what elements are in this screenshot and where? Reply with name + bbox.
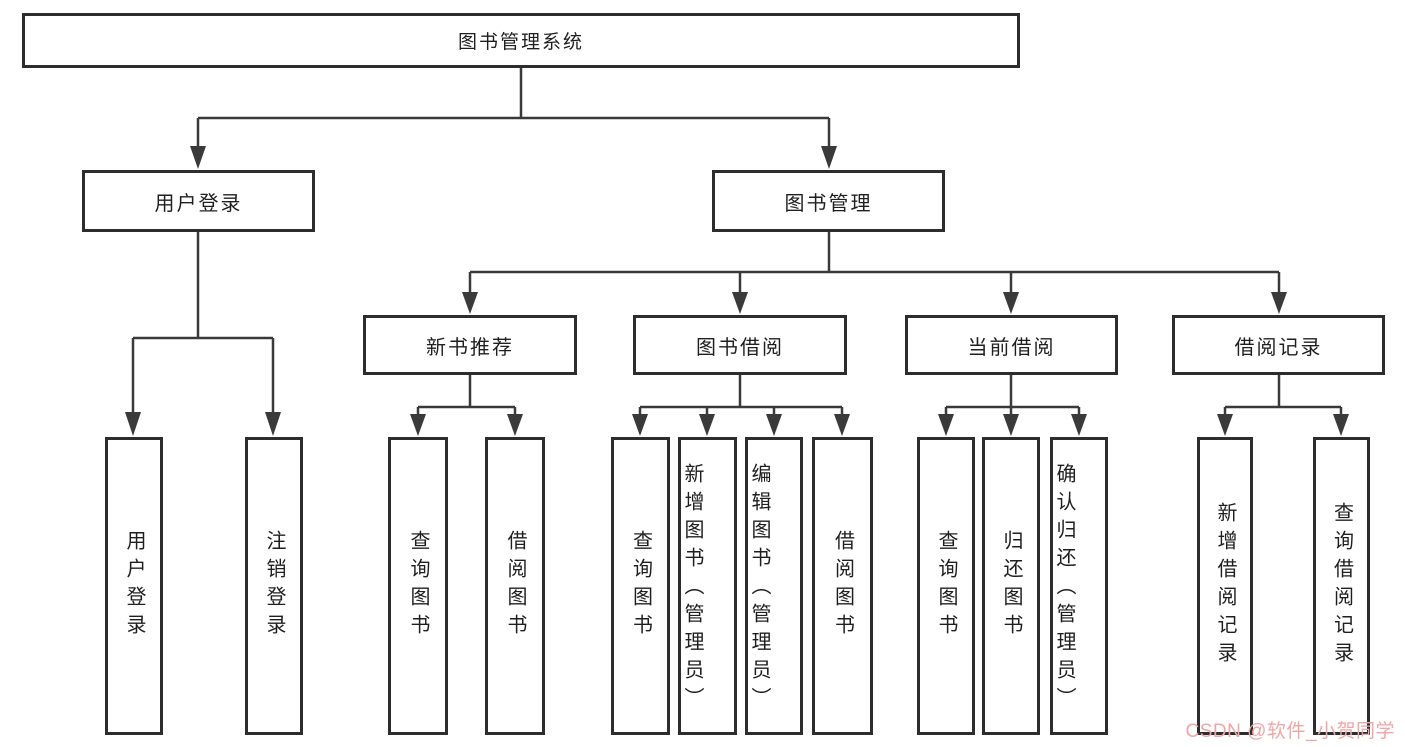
leaf-label: 查询借阅记录	[1330, 502, 1353, 670]
leaf-label: 查询图书	[935, 530, 957, 642]
node-book-borrow: 图书借阅	[633, 315, 847, 375]
leaf-label: 查询图书	[629, 530, 652, 642]
leaf-add-borrow-record: 新增借阅记录	[1197, 437, 1253, 735]
connector-root-to-level2	[196, 68, 831, 148]
node-borrow-records: 借阅记录	[1172, 315, 1385, 375]
connector-borrow-to-leaves	[638, 375, 844, 416]
leaf-borrow-books-recommend: 借阅图书	[485, 437, 545, 735]
leaf-query-borrow-record: 查询借阅记录	[1313, 437, 1370, 735]
leaf-query-books-current: 查询图书	[917, 437, 975, 735]
leaf-edit-books-admin: 编辑图书（管理员）	[745, 437, 803, 735]
leaf-query-books-recommend: 查询图书	[388, 437, 448, 735]
connector-newbooks-to-leaves	[416, 375, 517, 416]
leaf-label: 归还图书	[1000, 530, 1022, 642]
leaf-label: 确认归还（管理员）	[1053, 462, 1075, 715]
leaf-label: 借阅图书	[831, 530, 854, 642]
leaf-label: 查询图书	[407, 530, 429, 642]
connector-current-to-leaves	[944, 375, 1081, 416]
connector-records-to-leaves	[1223, 375, 1343, 416]
node-root-system: 图书管理系统	[22, 13, 1020, 68]
node-current-borrow: 当前借阅	[905, 315, 1118, 375]
node-new-book-recommend: 新书推荐	[363, 315, 577, 375]
node-book-management: 图书管理	[712, 170, 945, 232]
arrowheads	[125, 146, 1349, 436]
leaf-add-books-admin: 新增图书（管理员）	[678, 437, 737, 735]
leaf-borrow-books: 借阅图书	[812, 437, 873, 735]
leaf-label: 新增借阅记录	[1214, 502, 1236, 670]
connector-mgmt-to-level3	[468, 232, 1281, 294]
node-user-login: 用户登录	[82, 170, 315, 232]
leaf-label: 用户登录	[123, 530, 145, 642]
leaf-user-login: 用户登录	[105, 437, 163, 735]
leaf-label: 编辑图书（管理员）	[748, 462, 770, 715]
leaf-confirm-return-admin: 确认归还（管理员）	[1050, 437, 1108, 735]
leaf-logout: 注销登录	[245, 437, 303, 735]
leaf-label: 注销登录	[263, 530, 285, 642]
leaf-return-books: 归还图书	[982, 437, 1040, 735]
leaf-label: 借阅图书	[504, 530, 526, 642]
leaf-label: 新增图书（管理员）	[681, 462, 703, 715]
leaf-query-books-borrow: 查询图书	[611, 437, 670, 735]
connector-login-to-leaves	[131, 232, 275, 414]
